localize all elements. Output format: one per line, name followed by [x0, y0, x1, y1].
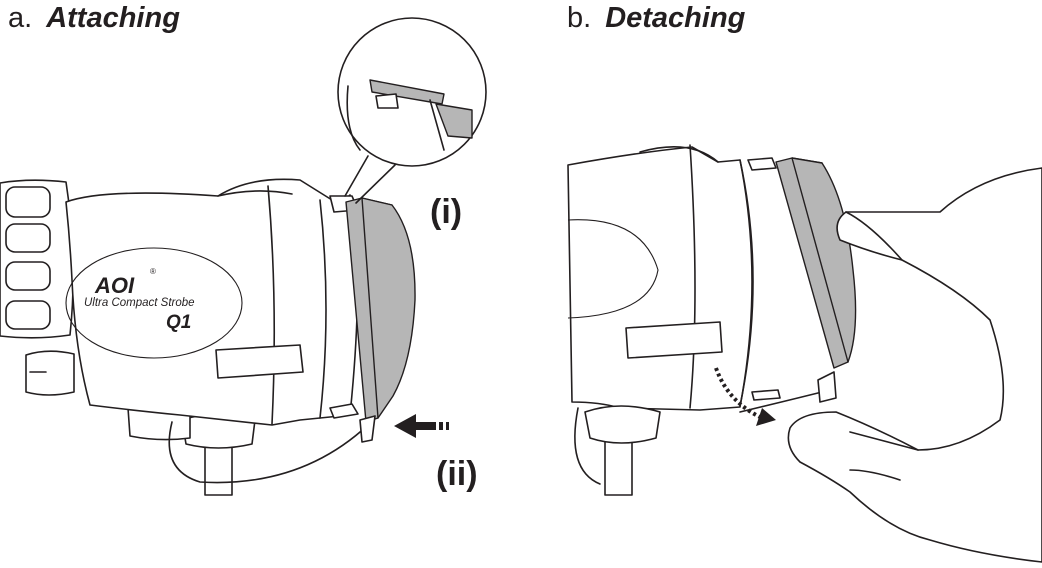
magnifier-callout-icon — [337, 17, 487, 204]
strobe-model: Q1 — [166, 312, 191, 333]
strobe-logo: AOI — [94, 273, 135, 298]
push-arrow-icon — [394, 414, 449, 438]
diffuser-panel-detail-icon — [775, 157, 857, 403]
strobe-body-icon — [0, 178, 369, 496]
strobe-product-line: Ultra Compact Strobe — [84, 297, 195, 309]
step-label-ii: (ii) — [436, 455, 478, 493]
strobe-body-detail-icon — [567, 144, 831, 496]
panel-letter-b: b. — [567, 2, 592, 34]
step-label-i: (i) — [430, 193, 463, 231]
panel-title-attaching: a. Attaching — [8, 0, 180, 36]
curved-arrow-icon — [756, 408, 776, 426]
strobe-registered-mark: ® — [150, 267, 156, 276]
hand-icon — [787, 167, 1042, 563]
panel-heading-attaching: Attaching — [46, 2, 180, 34]
panel-letter-a: a. — [8, 2, 33, 34]
panel-title-detaching: b. Detaching — [567, 0, 745, 36]
diffuser-panel-icon — [345, 197, 416, 443]
panel-heading-detaching: Detaching — [605, 2, 746, 34]
